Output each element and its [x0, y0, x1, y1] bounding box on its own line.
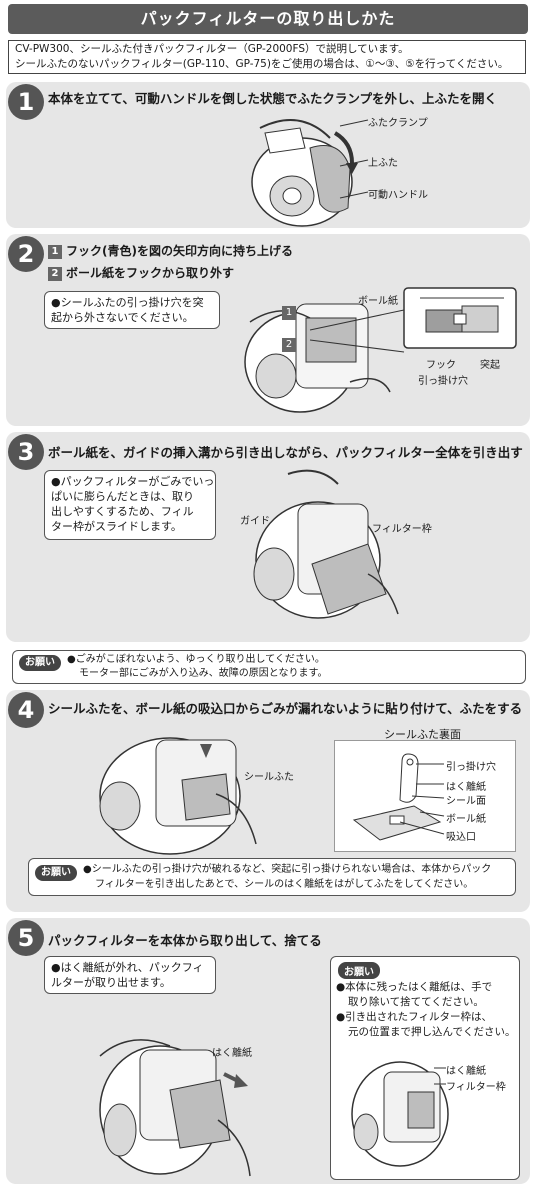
label-protrusion: 突起 [480, 360, 500, 371]
step-2-note: ●シールふたの引っ掛け穴を突 起から外さないでください。 [44, 291, 220, 329]
label-seal-lid: シールふた [244, 772, 294, 783]
step-5-onegai-text: ●本体に残ったはく離紙は、手で 取り除いて捨ててください。 ●引き出されたフィル… [336, 980, 515, 1040]
label-right-release-paper: はく離紙 [446, 1066, 486, 1077]
step-2-substep-2: 2 ボール紙をフックから取り外す [48, 264, 234, 281]
onegai-line-2: 取り除いて捨ててください。 [348, 996, 484, 1008]
arrow-badge-2: 2 [282, 338, 296, 352]
label-hanging-hole: 引っ掛け穴 [418, 376, 468, 387]
label-filter-frame: フィルター枠 [372, 524, 432, 535]
label-back-cardboard: ボール紙 [446, 814, 486, 825]
step-3-note-line-1: ●パックフィルターがごみでいっ [51, 475, 215, 488]
step-3-note-line-2: ぱいに膨らんだときは、取り [51, 490, 194, 503]
step-4-number: 4 [8, 692, 44, 728]
step-1-illustration [251, 119, 369, 227]
step-2-note-line-1: ●シールふたの引っ掛け穴を突 [51, 296, 204, 309]
label-lid-clamp: ふたクランプ [368, 118, 428, 129]
step-1-heading: 本体を立てて、可動ハンドルを倒した状態でふたクランプを外し、上ふたを開く [48, 91, 498, 106]
step-1-number: 1 [8, 84, 44, 120]
arrow-badge-1: 1 [282, 306, 296, 320]
label-hook: フック [426, 360, 456, 371]
warning-2-line-2: フィルターを引き出したあとで、シールのはく離紙をはがしてふたをしてください。 [95, 879, 474, 890]
warning-box-1: お願い ●ごみがこぼれないよう、ゆっくり取り出してください。 モーター部にごみが… [12, 650, 526, 684]
label-movable-handle: 可動ハンドル [368, 190, 428, 201]
seal-back-panel [334, 740, 516, 852]
warning-box-2: お願い ●シールふたの引っ掛け穴が破れるなど、突起に引っ掛けられない場合は、本体… [28, 858, 516, 896]
step-5-number: 5 [8, 920, 44, 956]
step-3-note: ●パックフィルターがごみでいっ ぱいに膨らんだときは、取り 出しやすくするため、… [44, 470, 216, 540]
label-back-seal-surface: シール面 [446, 796, 486, 807]
step-3-note-line-4: ター枠がスライドします。 [51, 520, 182, 533]
onegai-badge-1: お願い [19, 655, 61, 671]
label-guide: ガイド [240, 516, 270, 527]
step-3-number: 3 [8, 434, 44, 470]
detail-callout-lines [309, 309, 405, 353]
seal-back-illustration [352, 753, 445, 841]
intro-line-1: CV-PW300、シールふた付きパックフィルター（GP-2000FS）で説明して… [15, 43, 409, 55]
step-2-illustration [244, 303, 391, 413]
seal-back-title: シールふた裏面 [384, 728, 461, 741]
onegai-line-4: 元の位置まで押し込んでください。 [348, 1026, 516, 1038]
step-2-note-line-2: 起から外さないでください。 [51, 311, 194, 324]
step-2-number: 2 [8, 236, 44, 272]
intro-box: CV-PW300、シールふた付きパックフィルター（GP-2000FS）で説明して… [8, 40, 526, 74]
step-5-note-line-1: ●はく離紙が外れ、パックフィ [51, 961, 204, 974]
label-release-paper: はく離紙 [212, 1048, 252, 1059]
warning-2-line-1: ●シールふたの引っ掛け穴が破れるなど、突起に引っ掛けられない場合は、本体からパッ… [83, 864, 492, 875]
substep-2-text: ボール紙をフックから取り外す [66, 266, 235, 280]
label-back-suction-port: 吸込口 [446, 832, 476, 843]
label-cardboard: ボール紙 [358, 296, 398, 307]
step-4-illustration [99, 737, 257, 855]
label-top-lid: 上ふた [368, 158, 398, 169]
onegai-badge-3: お願い [338, 962, 380, 979]
step-5-detail-illustration [351, 1061, 449, 1167]
substep-1-text: フック(青色)を図の矢印方向に持ち上げる [66, 244, 293, 258]
substep-2-badge: 2 [48, 267, 62, 281]
onegai-badge-2: お願い [35, 865, 77, 881]
warning-1-line-2: モーター部にごみが入り込み、故障の原因となります。 [79, 668, 328, 679]
substep-1-badge: 1 [48, 245, 62, 259]
label-back-hanging-hole: 引っ掛け穴 [446, 762, 496, 773]
step-4-heading: シールふたを、ボール紙の吸込口からごみが漏れないように貼り付けて、ふたをする [48, 701, 523, 716]
step-2-substep-1: 1 フック(青色)を図の矢印方向に持ち上げる [48, 242, 293, 259]
step-5-note: ●はく離紙が外れ、パックフィ ルターが取り出せます。 [44, 956, 216, 994]
label-right-filter-frame: フィルター枠 [446, 1082, 506, 1093]
step-3-heading: ボール紙を、ガイドの挿入溝から引き出しながら、パックフィルター全体を引き出す [48, 445, 523, 460]
page-title: パックフィルターの取り出しかた [8, 4, 528, 34]
onegai-line-3: ●引き出されたフィルター枠は、 [336, 1011, 492, 1023]
label-back-release-paper: はく離紙 [446, 782, 486, 793]
warning-1-line-1: ●ごみがこぼれないよう、ゆっくり取り出してください。 [67, 654, 325, 665]
intro-line-2: シールふたのないパックフィルター(GP-110、GP-75)をご使用の場合は、①… [15, 58, 509, 70]
step-5-note-line-2: ルターが取り出せます。 [51, 976, 171, 989]
step-3-illustration [253, 469, 399, 619]
step-2-detail-illustration [403, 287, 517, 349]
step-5-heading: パックフィルターを本体から取り出して、捨てる [48, 933, 322, 948]
step-3-note-line-3: 出しやすくするため、フィル [51, 505, 194, 518]
onegai-line-1: ●本体に残ったはく離紙は、手で [336, 981, 493, 993]
step-5-illustration [99, 1039, 251, 1177]
